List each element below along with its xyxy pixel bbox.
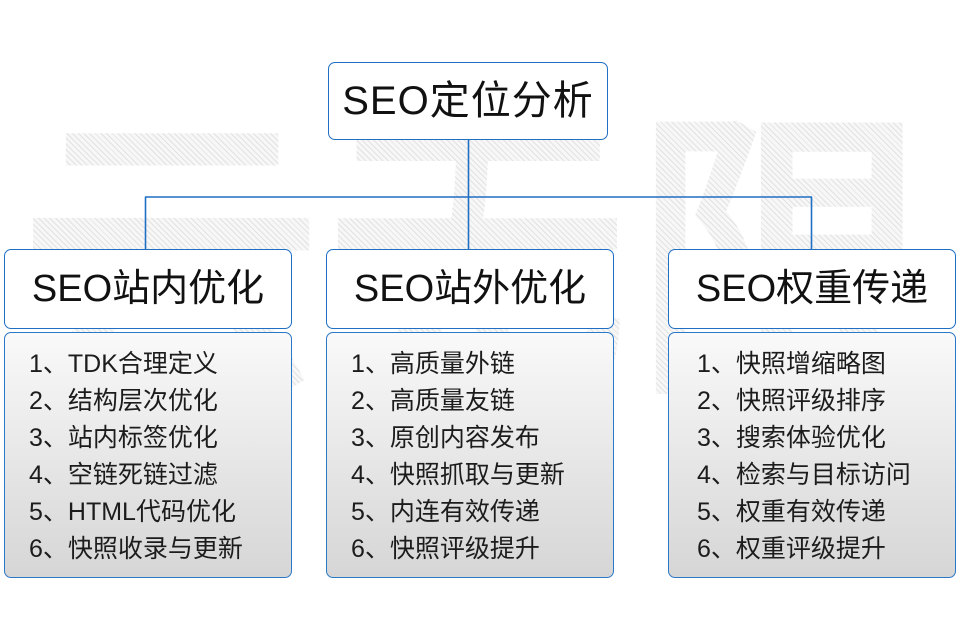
branch-column-3: SEO权重传递 1、 快照增缩略图 2、 快照评级排序 3、 搜索体验优化 4、… bbox=[668, 249, 956, 578]
list-item-label: 高质量外链 bbox=[389, 350, 515, 378]
list-item-label: 快照增缩略图 bbox=[735, 350, 886, 378]
list-item: 2、 高质量友链 bbox=[351, 383, 565, 420]
branch-header-label: SEO权重传递 bbox=[695, 268, 929, 310]
list-item-label: 搜索体验优化 bbox=[735, 424, 886, 452]
list-item-label: 检索与目标访问 bbox=[735, 461, 911, 489]
list-item: 1、 快照增缩略图 bbox=[697, 346, 911, 383]
list-item: 1、 TDK合理定义 bbox=[29, 346, 243, 383]
list-item-number: 2、 bbox=[29, 387, 68, 415]
list-item: 6、 快照评级提升 bbox=[351, 531, 565, 568]
branch-list-2: 1、 高质量外链 2、 高质量友链 3、 原创内容发布 4、 快照抓取与更新 5… bbox=[327, 346, 565, 568]
list-item: 6、 快照收录与更新 bbox=[29, 531, 243, 568]
list-item-number: 5、 bbox=[697, 498, 736, 526]
branch-list-1: 1、 TDK合理定义 2、 结构层次优化 3、 站内标签优化 4、 空链死链过滤… bbox=[5, 346, 243, 568]
list-item: 4、 快照抓取与更新 bbox=[351, 457, 565, 494]
list-item: 5、 HTML代码优化 bbox=[29, 494, 243, 531]
list-item-label: TDK合理定义 bbox=[67, 350, 218, 378]
root-node-label: SEO定位分析 bbox=[342, 79, 594, 123]
list-item-label: 空链死链过滤 bbox=[67, 461, 218, 489]
branch-header-label: SEO站外优化 bbox=[353, 268, 587, 310]
branch-list-3: 1、 快照增缩略图 2、 快照评级排序 3、 搜索体验优化 4、 检索与目标访问… bbox=[669, 346, 911, 568]
branch-body-2: 1、 高质量外链 2、 高质量友链 3、 原创内容发布 4、 快照抓取与更新 5… bbox=[326, 332, 614, 578]
list-item-number: 3、 bbox=[351, 424, 390, 452]
list-item-label: 快照抓取与更新 bbox=[389, 461, 565, 489]
list-item: 1、 高质量外链 bbox=[351, 346, 565, 383]
list-item-number: 2、 bbox=[351, 387, 390, 415]
list-item-number: 6、 bbox=[351, 535, 390, 563]
list-item: 2、 快照评级排序 bbox=[697, 383, 911, 420]
list-item-label: HTML代码优化 bbox=[67, 498, 236, 526]
list-item: 6、 权重评级提升 bbox=[697, 531, 911, 568]
list-item: 3、 原创内容发布 bbox=[351, 420, 565, 457]
list-item-number: 1、 bbox=[29, 350, 68, 378]
list-item: 4、 空链死链过滤 bbox=[29, 457, 243, 494]
list-item-number: 5、 bbox=[351, 498, 390, 526]
list-item-label: 快照收录与更新 bbox=[67, 535, 243, 563]
root-node[interactable]: SEO定位分析 bbox=[328, 62, 608, 140]
list-item-label: 快照评级排序 bbox=[735, 387, 886, 415]
list-item-label: 高质量友链 bbox=[389, 387, 515, 415]
list-item-label: 内连有效传递 bbox=[389, 498, 540, 526]
branch-column-1: SEO站内优化 1、 TDK合理定义 2、 结构层次优化 3、 站内标签优化 4… bbox=[4, 249, 292, 578]
branch-column-2: SEO站外优化 1、 高质量外链 2、 高质量友链 3、 原创内容发布 4、 快… bbox=[326, 249, 614, 578]
list-item-label: 快照评级提升 bbox=[389, 535, 540, 563]
list-item-number: 4、 bbox=[697, 461, 736, 489]
list-item: 5、 权重有效传递 bbox=[697, 494, 911, 531]
list-item-number: 6、 bbox=[29, 535, 68, 563]
list-item: 2、 结构层次优化 bbox=[29, 383, 243, 420]
list-item-number: 1、 bbox=[351, 350, 390, 378]
branch-header-3[interactable]: SEO权重传递 bbox=[668, 249, 956, 329]
list-item-number: 5、 bbox=[29, 498, 68, 526]
branch-header-label: SEO站内优化 bbox=[31, 268, 265, 310]
list-item-number: 2、 bbox=[697, 387, 736, 415]
branch-header-1[interactable]: SEO站内优化 bbox=[4, 249, 292, 329]
list-item: 4、 检索与目标访问 bbox=[697, 457, 911, 494]
list-item-number: 3、 bbox=[29, 424, 68, 452]
list-item-number: 4、 bbox=[29, 461, 68, 489]
list-item-label: 站内标签优化 bbox=[67, 424, 218, 452]
list-item-number: 1、 bbox=[697, 350, 736, 378]
branch-body-1: 1、 TDK合理定义 2、 结构层次优化 3、 站内标签优化 4、 空链死链过滤… bbox=[4, 332, 292, 578]
branch-body-3: 1、 快照增缩略图 2、 快照评级排序 3、 搜索体验优化 4、 检索与目标访问… bbox=[668, 332, 956, 578]
list-item: 3、 搜索体验优化 bbox=[697, 420, 911, 457]
list-item-number: 4、 bbox=[351, 461, 390, 489]
list-item-number: 3、 bbox=[697, 424, 736, 452]
branch-header-2[interactable]: SEO站外优化 bbox=[326, 249, 614, 329]
list-item: 5、 内连有效传递 bbox=[351, 494, 565, 531]
list-item-label: 权重有效传递 bbox=[735, 498, 886, 526]
list-item-number: 6、 bbox=[697, 535, 736, 563]
list-item: 3、 站内标签优化 bbox=[29, 420, 243, 457]
list-item-label: 原创内容发布 bbox=[389, 424, 540, 452]
list-item-label: 结构层次优化 bbox=[67, 387, 218, 415]
list-item-label: 权重评级提升 bbox=[735, 535, 886, 563]
